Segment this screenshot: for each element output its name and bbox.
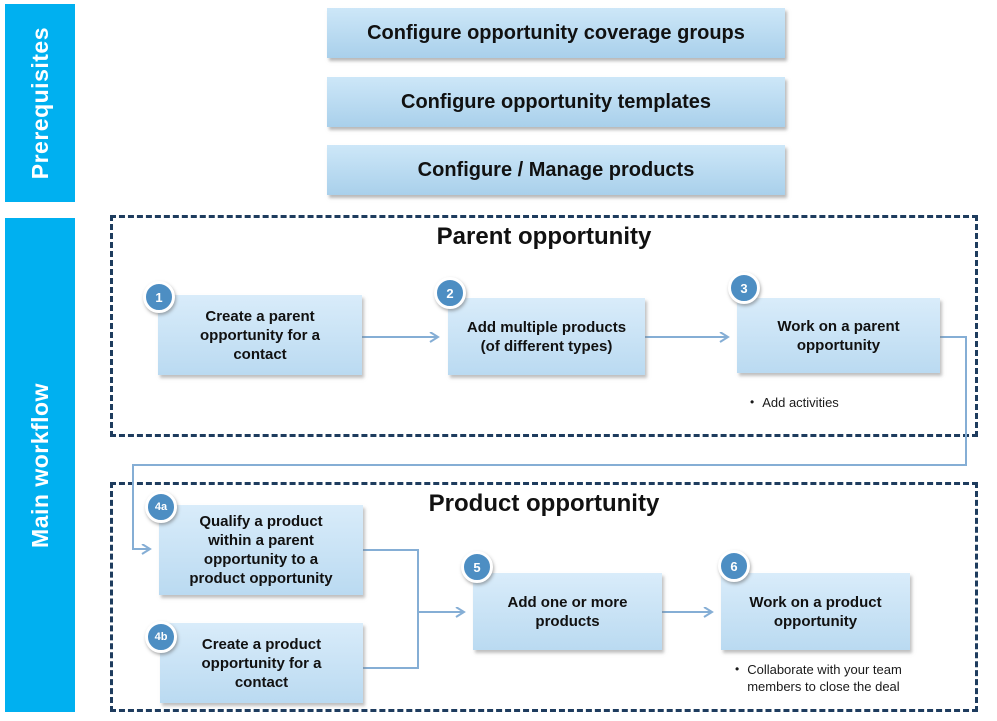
step-create-product-opportunity: Create a product opportunity for a conta… [160,623,363,703]
main-workflow-rail: Main workflow [5,218,75,712]
note-text: Add activities [762,395,839,410]
prereq-box-products: Configure / Manage products [327,145,785,195]
bullet-icon: • [735,662,740,676]
prerequisites-rail-label: Prerequisites [26,26,53,180]
note-text: Collaborate with your team members to cl… [747,662,902,694]
step-badge-4b: 4b [145,621,177,653]
bullet-icon: • [750,395,755,409]
note-collaborate: • Collaborate with your team members to … [735,661,917,695]
step-work-on-product-opportunity: Work on a product opportunity [721,573,910,650]
main-workflow-rail-label: Main workflow [26,382,53,548]
prereq-box-templates: Configure opportunity templates [327,77,785,127]
note-add-activities: • Add activities [750,394,839,411]
step-qualify-product: Qualify a product within a parent opport… [159,505,363,595]
step-badge-3: 3 [728,272,760,304]
step-badge-2: 2 [434,277,466,309]
step-badge-6: 6 [718,550,750,582]
step-create-parent-opportunity: Create a parent opportunity for a contac… [158,295,362,375]
step-badge-5: 5 [461,551,493,583]
step-badge-1: 1 [143,281,175,313]
step-badge-4a: 4a [145,491,177,523]
step-work-on-parent-opportunity: Work on a parent opportunity [737,298,940,373]
prereq-box-coverage-groups: Configure opportunity coverage groups [327,8,785,58]
prerequisites-rail: Prerequisites [5,4,75,202]
step-add-multiple-products: Add multiple products (of different type… [448,298,645,375]
parent-section-title: Parent opportunity [436,223,652,250]
step-add-one-or-more-products: Add one or more products [473,573,662,650]
